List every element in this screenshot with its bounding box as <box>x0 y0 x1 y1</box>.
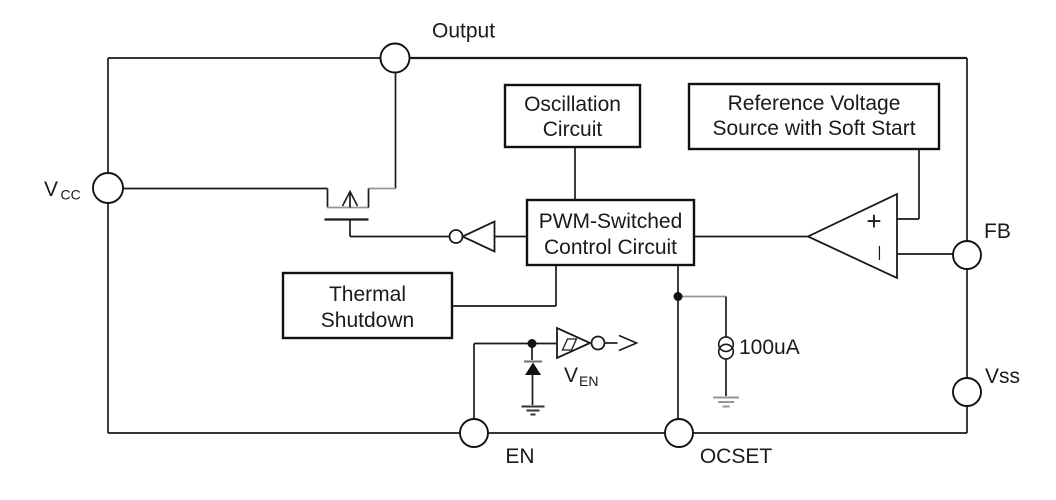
schmitt-bubble <box>590 335 606 351</box>
comparator-plus-label: + <box>866 206 881 236</box>
current-source-icon: 100uA <box>717 336 800 360</box>
thermal-shutdown-box <box>281 271 454 340</box>
fb-pin-label: FB <box>984 220 1011 243</box>
ven-label-main: V <box>564 364 578 387</box>
oscillation-label-line2: Circuit <box>543 118 603 141</box>
ocset-pin-label: OCSET <box>700 445 773 468</box>
vcc-pin-circle <box>92 172 124 204</box>
ocset-pin-circle <box>664 418 694 448</box>
reference-label-line1: Reference Voltage <box>728 92 901 115</box>
schmitt-out-arrow <box>618 334 639 352</box>
schmitt-hysteresis-glyph <box>561 338 578 351</box>
reference-label-line2: Source with Soft Start <box>712 117 915 140</box>
pwm-label-line2: Control Circuit <box>544 236 677 259</box>
inverter-bubble <box>448 229 464 244</box>
schmitt-triangle <box>556 326 593 360</box>
comparator-minus-label: | <box>878 244 882 261</box>
inverter-icon <box>448 220 496 253</box>
inverter-triangle <box>460 220 496 253</box>
en-riser-wire <box>473 342 557 419</box>
pin-en: EN <box>459 418 535 468</box>
reference-voltage-box <box>687 82 941 151</box>
junction-dot-ocset <box>673 292 683 301</box>
pwm-control-block: PWM-Switched Control Circuit <box>525 198 696 267</box>
comparator-triangle <box>805 192 898 280</box>
pin-output: Output <box>379 20 495 74</box>
current-source-circle-top <box>717 336 735 353</box>
pin-fb: FB <box>952 220 1011 270</box>
supply-rails <box>107 56 968 434</box>
thermal-shutdown-block: Thermal Shutdown <box>281 271 454 340</box>
current-source-circle-bottom <box>717 343 735 360</box>
current-source-value-label: 100uA <box>739 336 800 359</box>
thermal-to-pwm-wire <box>452 265 557 307</box>
en-pin-circle <box>459 418 489 448</box>
vss-pin-circle <box>952 377 982 407</box>
comparator-icon: + | <box>805 192 898 280</box>
thermal-label-line2: Shutdown <box>321 309 414 332</box>
pin-vss: Vss <box>952 365 1020 407</box>
ven-label-sub: EN <box>579 373 598 389</box>
reference-to-plus-wire <box>897 149 920 220</box>
en-pin-label: EN <box>505 445 534 468</box>
pmos-transistor-icon <box>324 187 396 221</box>
thermal-label-line1: Thermal <box>329 283 406 306</box>
vcc-source-wire <box>123 187 329 208</box>
oscillation-label-line1: Oscillation <box>524 93 621 116</box>
oscillation-circuit-block: Oscillation Circuit <box>503 83 642 149</box>
diode-triangle <box>525 362 541 375</box>
ground-icon-en <box>521 405 545 416</box>
pwm-control-box <box>525 198 696 267</box>
reference-voltage-block: Reference Voltage Source with Soft Start <box>687 82 941 151</box>
schmitt-buffer-icon: V EN <box>556 326 639 389</box>
output-pin-circle <box>379 42 411 74</box>
vcc-pin-label: V <box>44 178 58 201</box>
output-pin-label: Output <box>432 20 495 43</box>
diode-icon <box>524 360 542 375</box>
pwm-label-line1: PWM-Switched <box>539 210 683 233</box>
junction-dot-en <box>527 339 537 348</box>
pin-vcc: V CC <box>44 172 124 204</box>
gate-wire <box>349 219 450 238</box>
internal-wires <box>123 72 953 419</box>
fb-pin-circle <box>952 240 982 270</box>
vcc-pin-label-sub: CC <box>61 187 81 203</box>
mosfet-body-arrow-head <box>341 189 359 207</box>
vss-pin-label: Vss <box>985 365 1020 388</box>
ground-icon-ocset <box>713 396 739 408</box>
pin-ocset: OCSET <box>664 418 773 468</box>
oscillation-circuit-box <box>503 83 642 149</box>
